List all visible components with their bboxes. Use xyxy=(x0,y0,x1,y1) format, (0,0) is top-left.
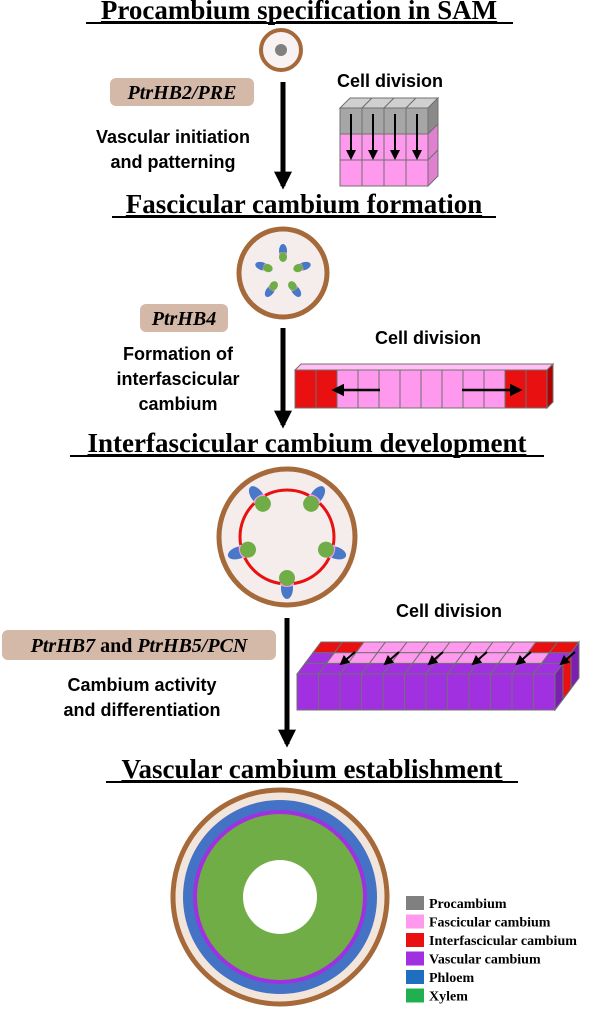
regulator-ptrhb7-ptrhb5-pcn: PtrHB7 and PtrHB5/PCN xyxy=(30,635,249,657)
stage-title-vascular: Vascular cambium establishment xyxy=(121,754,502,784)
procambium-cell-block xyxy=(338,96,440,188)
legend-swatch xyxy=(406,896,424,910)
process-text-line: cambium xyxy=(138,394,217,414)
stage-title-interfascicular: Interfascicular cambium development xyxy=(88,428,527,458)
vascular-bundle xyxy=(255,261,273,273)
xylem-patch xyxy=(288,281,297,291)
legend-label: Xylem xyxy=(429,990,468,1005)
process-text-line: Cambium activity xyxy=(67,675,216,695)
vascular-cambium-cell-slab xyxy=(296,640,580,712)
division-arrow xyxy=(559,651,576,666)
xylem-patch xyxy=(279,252,287,262)
regulator-box xyxy=(110,78,254,106)
regulator-ptrhb2-pre: PtrHB2/PRE xyxy=(127,82,237,104)
process-text-line: and patterning xyxy=(111,152,236,172)
legend-swatch xyxy=(406,988,424,1003)
xylem-patch xyxy=(240,541,257,558)
regulator-gene-name: PtrHB7 xyxy=(30,635,96,657)
pith xyxy=(243,860,317,934)
cell xyxy=(296,673,319,711)
cell xyxy=(399,369,422,409)
cell xyxy=(404,673,427,711)
division-arrow xyxy=(515,651,532,666)
cell-division-label: Cell division xyxy=(337,71,443,91)
vascular-bundle xyxy=(293,261,311,273)
xylem-patch xyxy=(279,570,295,586)
cell xyxy=(525,369,548,409)
cell xyxy=(468,673,491,711)
process-text-line: Formation of xyxy=(123,344,234,364)
regulator-box xyxy=(140,304,228,332)
cell-row-side xyxy=(546,362,554,410)
cell xyxy=(490,673,513,711)
stage-title-procambium: Procambium specification in SAM xyxy=(101,0,497,25)
stage-title-fascicular: Fascicular cambium formation xyxy=(126,189,482,219)
cell xyxy=(315,369,338,409)
xylem-patch xyxy=(293,263,304,273)
legend-swatch xyxy=(406,933,424,947)
legend-swatch xyxy=(406,951,424,966)
vascular-bundle xyxy=(264,281,278,297)
cell-division-label: Cell division xyxy=(396,601,502,621)
cell-row-top xyxy=(293,363,555,371)
cell xyxy=(441,369,464,409)
xylem-patch xyxy=(269,281,278,291)
cell xyxy=(382,673,405,711)
interfascicular-cell-row xyxy=(293,362,555,410)
regulator-conjunction: and xyxy=(95,635,137,657)
legend-swatch xyxy=(406,970,424,984)
vascular-cambium-cross-section xyxy=(170,787,390,1007)
division-arrow xyxy=(339,651,356,666)
vascular-bundle xyxy=(248,486,271,512)
xylem-patch xyxy=(317,541,334,558)
cell xyxy=(533,673,556,711)
cell xyxy=(511,673,534,711)
legend-label: Phloem xyxy=(429,971,474,986)
regulator-box xyxy=(2,630,276,660)
cell xyxy=(339,673,362,711)
cell xyxy=(420,369,443,409)
fascicular-cross-section xyxy=(236,226,330,320)
vascular-bundle xyxy=(279,570,295,599)
vascular-bundle xyxy=(227,541,257,560)
vascular-bundle xyxy=(303,486,326,512)
division-arrow xyxy=(427,651,444,666)
process-text-line: and differentiation xyxy=(64,700,221,720)
xylem-patch xyxy=(262,263,273,273)
legend-label: Interfascicular cambium xyxy=(429,934,577,949)
regulator-gene-name: PtrHB5/PCN xyxy=(136,635,249,657)
legend-swatch xyxy=(406,914,424,929)
legend-label: Vascular cambium xyxy=(429,953,541,968)
cell xyxy=(425,673,448,711)
process-text-line: interfascicular xyxy=(116,369,239,389)
cell-division-label: Cell division xyxy=(375,328,481,348)
cell xyxy=(378,369,401,409)
process-text-line: Vascular initiation xyxy=(96,127,250,147)
cell xyxy=(447,673,470,711)
procambium-cross-section xyxy=(259,28,303,72)
cell xyxy=(339,159,363,187)
interfascicular-cross-section xyxy=(216,466,358,608)
vascular-bundle xyxy=(279,244,287,262)
cell xyxy=(361,159,385,187)
cell xyxy=(361,673,384,711)
legend-label: Fascicular cambium xyxy=(429,916,551,931)
vascular-bundle xyxy=(317,541,347,560)
xylem-patch xyxy=(254,495,271,512)
xylem-patch xyxy=(303,495,320,512)
regulator-ptrhb4: PtrHB4 xyxy=(151,308,216,330)
cell xyxy=(294,369,317,409)
cell xyxy=(405,159,429,187)
cell xyxy=(383,159,407,187)
cell xyxy=(318,673,341,711)
vascular-bundle xyxy=(288,281,302,297)
legend-label: Procambium xyxy=(429,897,507,912)
division-arrow xyxy=(383,651,400,666)
division-arrow xyxy=(471,651,488,666)
